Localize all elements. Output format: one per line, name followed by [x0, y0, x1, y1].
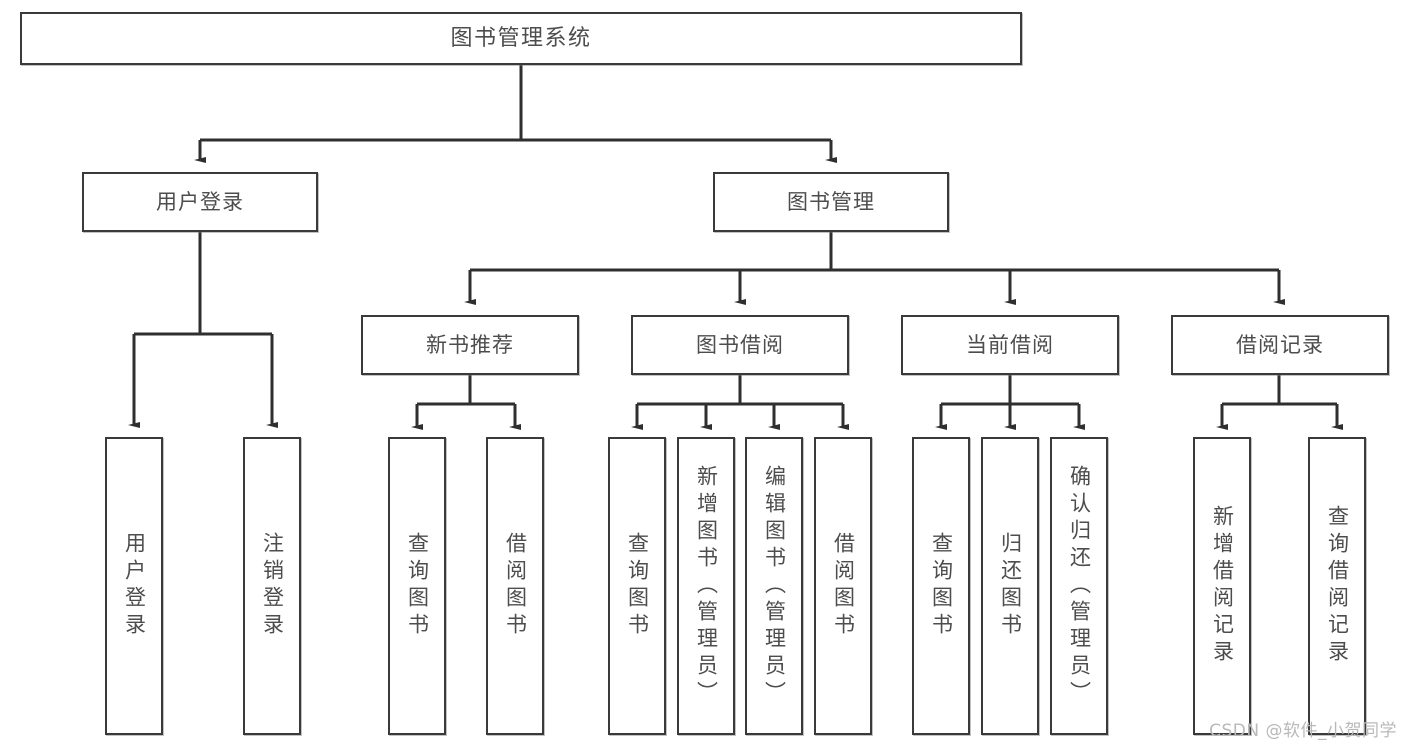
leaf-current-borrow-query[interactable]: 查询图书	[912, 437, 970, 735]
node-label: 查询借阅记录	[1325, 505, 1350, 667]
node-new-book-recommend[interactable]: 新书推荐	[361, 315, 579, 375]
node-label: 用户登录	[122, 532, 147, 640]
leaf-new-book-query[interactable]: 查询图书	[388, 437, 446, 735]
leaf-user-login-signin[interactable]: 用户登录	[105, 437, 163, 735]
node-label: 确认归还（管理员）	[1067, 464, 1092, 708]
node-label: 新增借阅记录	[1210, 505, 1235, 667]
leaf-book-borrow-borrow[interactable]: 借阅图书	[814, 437, 872, 735]
node-borrow-record[interactable]: 借阅记录	[1171, 315, 1389, 375]
node-label: 新增图书（管理员）	[694, 464, 719, 708]
node-label: 归还图书	[998, 532, 1023, 640]
node-label: 借阅记录	[1236, 332, 1324, 357]
node-label: 查询图书	[929, 532, 954, 640]
node-label: 新书推荐	[426, 332, 514, 357]
node-label: 图书管理系统	[450, 25, 592, 51]
leaf-borrow-record-add[interactable]: 新增借阅记录	[1193, 437, 1251, 735]
leaf-current-borrow-return[interactable]: 归还图书	[981, 437, 1039, 735]
node-user-login[interactable]: 用户登录	[82, 172, 318, 232]
node-book-management[interactable]: 图书管理	[713, 172, 949, 232]
node-book-borrow[interactable]: 图书借阅	[631, 315, 849, 375]
node-root-system[interactable]: 图书管理系统	[20, 12, 1022, 65]
node-label: 借阅图书	[831, 532, 856, 640]
node-current-borrow[interactable]: 当前借阅	[901, 315, 1119, 375]
leaf-user-login-signout[interactable]: 注销登录	[243, 437, 301, 735]
leaf-book-borrow-query[interactable]: 查询图书	[608, 437, 666, 735]
leaf-current-borrow-confirm-return[interactable]: 确认归还（管理员）	[1050, 437, 1108, 735]
leaf-borrow-record-query[interactable]: 查询借阅记录	[1308, 437, 1366, 735]
node-label: 借阅图书	[503, 532, 528, 640]
node-label: 当前借阅	[966, 332, 1054, 357]
node-label: 图书管理	[787, 189, 875, 214]
node-label: 编辑图书（管理员）	[762, 464, 787, 708]
leaf-book-borrow-edit[interactable]: 编辑图书（管理员）	[745, 437, 803, 735]
leaf-new-book-borrow[interactable]: 借阅图书	[486, 437, 544, 735]
node-label: 查询图书	[625, 532, 650, 640]
node-label: 查询图书	[405, 532, 430, 640]
leaf-book-borrow-add[interactable]: 新增图书（管理员）	[677, 437, 735, 735]
node-label: 图书借阅	[696, 332, 784, 357]
csdn-watermark: CSDN @软件_小贺同学	[1209, 721, 1397, 741]
node-label: 用户登录	[156, 189, 244, 214]
node-label: 注销登录	[260, 532, 285, 640]
